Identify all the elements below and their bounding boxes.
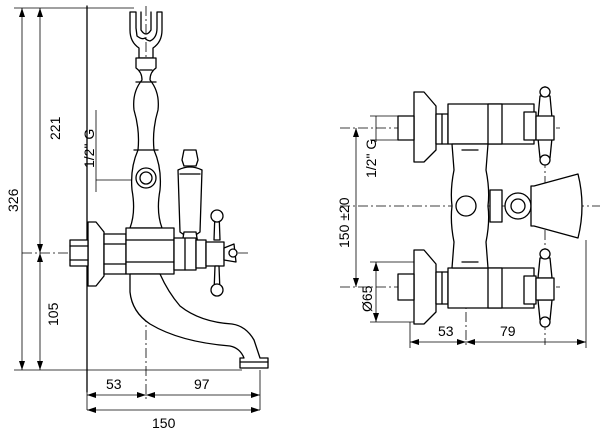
front-lower-handle — [535, 248, 555, 328]
dim-53-label: 53 — [106, 376, 122, 392]
dim-thread-front-label: 1/2" G — [363, 139, 379, 178]
dim-overall-height: 326 — [5, 7, 242, 371]
outlet-circle — [135, 167, 157, 189]
dim-thread-side: 1/2" G — [81, 110, 97, 192]
front-lower-inlet — [397, 249, 537, 325]
dim-front-offsets: 53 79 — [409, 240, 587, 348]
dim-150-label: 150 — [152, 415, 176, 431]
dim-221-label: 221 — [47, 116, 63, 140]
dim-150-20-label: 150 ±20 — [336, 197, 352, 248]
front-center-body — [450, 143, 490, 269]
mixer-body — [125, 227, 207, 275]
front-upper-handle — [535, 86, 555, 166]
dim-front-79-label: 79 — [500, 323, 516, 339]
riser-body — [129, 57, 163, 229]
dim-97-label: 97 — [194, 376, 210, 392]
front-upper-inlet — [397, 91, 537, 163]
dim-total-depth: 150 — [87, 407, 260, 431]
dim-thread-front: 1/2" G — [363, 115, 398, 178]
lever-handle — [177, 149, 203, 245]
dim-105-label: 105 — [45, 302, 61, 326]
dim-lower-height: 105 — [37, 253, 61, 370]
front-outlet — [489, 173, 583, 239]
dim-depth-split: 53 97 — [86, 370, 261, 410]
side-view: 326 221 105 1/2" G 53 97 — [5, 5, 269, 431]
wall-flange — [69, 221, 127, 287]
dim-thread-side-label: 1/2" G — [81, 129, 97, 168]
cross-handle — [205, 209, 238, 297]
front-view: 150 ±20 1/2" G Ø65 53 79 — [336, 86, 600, 348]
dim-flange-diameter: Ø65 — [359, 261, 414, 323]
dim-front-53-label: 53 — [438, 323, 454, 339]
outlet-circle-inner — [139, 171, 153, 185]
dim-326-label: 326 — [5, 188, 21, 212]
spout — [129, 273, 269, 369]
dim-upper-height: 221 — [37, 8, 63, 253]
dim-center-distance: 150 ±20 — [336, 128, 359, 287]
shower-hook — [129, 11, 163, 59]
dim-65-label: Ø65 — [359, 285, 375, 312]
